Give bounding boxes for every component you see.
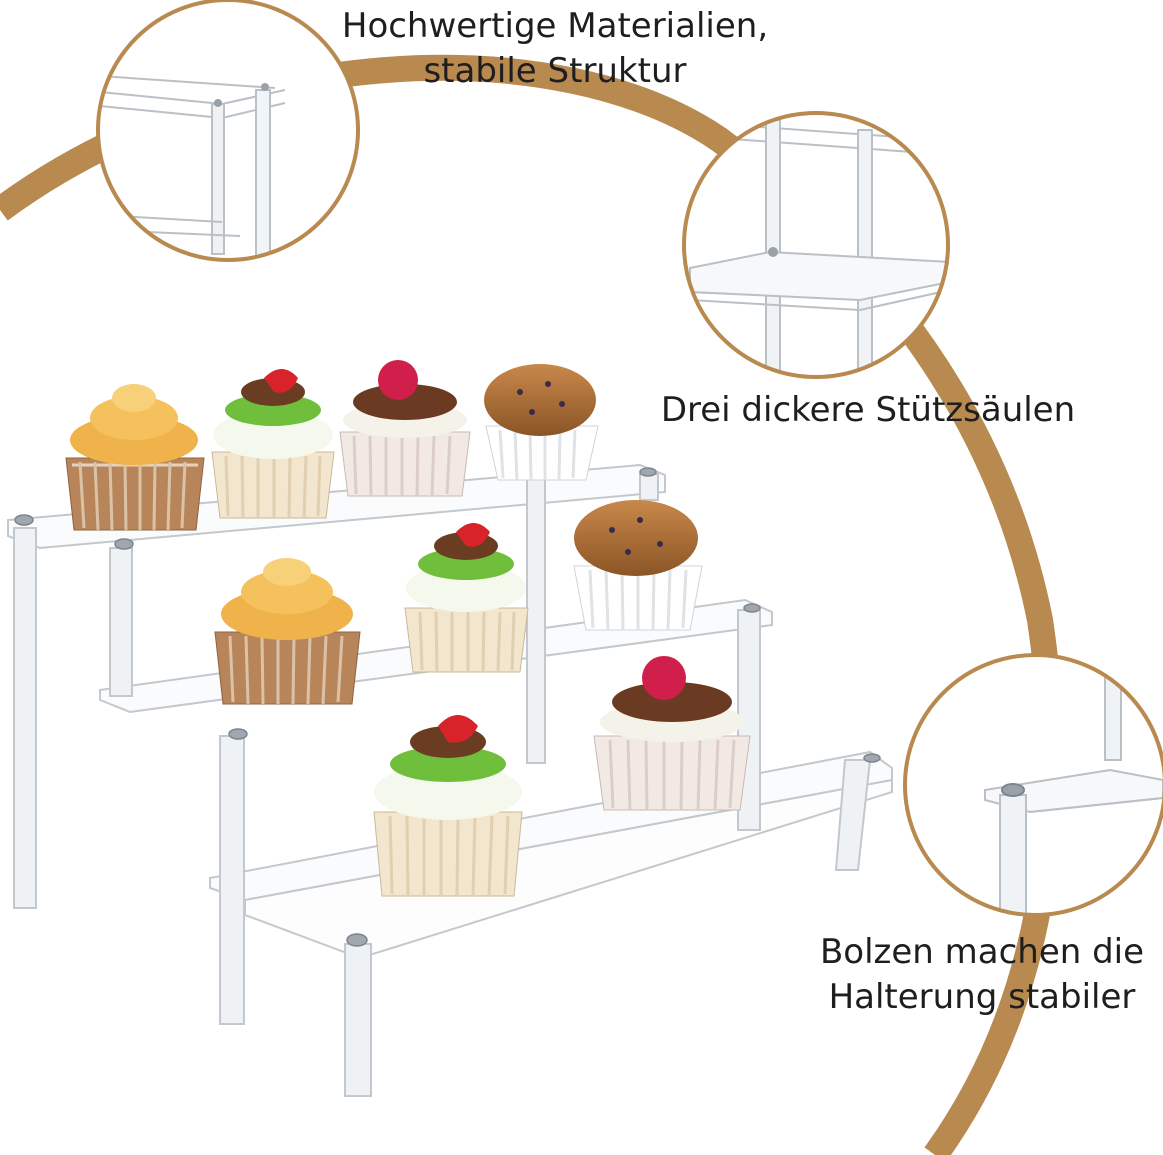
bolts <box>14 467 881 947</box>
feature-caption-material: Hochwertige Materialien, stabile Struktu… <box>300 4 810 94</box>
muffin <box>484 364 599 481</box>
cupcake <box>339 360 471 497</box>
cupcake <box>214 558 361 705</box>
caption-line: Halterung stabiler <box>828 976 1136 1017</box>
support-legs <box>13 473 872 1097</box>
caption-line: Bolzen machen die <box>819 932 1145 972</box>
detail-circle-columns <box>682 111 950 379</box>
caption-line: Hochwertige Materialien, <box>341 6 769 46</box>
cupcake <box>373 715 523 897</box>
muffin <box>573 500 703 631</box>
caption-line: stabile Struktur <box>423 50 687 91</box>
detail-circle-material <box>96 0 360 262</box>
feature-caption-bolts: Bolzen machen die Halterung stabiler <box>790 930 1163 1020</box>
detail-circle-bolts <box>903 653 1163 917</box>
caption-line: Drei dickere Stützsäulen <box>660 390 1076 430</box>
cupcake <box>404 523 529 673</box>
feature-caption-columns: Drei dickere Stützsäulen <box>618 388 1118 433</box>
cupcake <box>211 369 335 519</box>
cupcake <box>593 656 751 811</box>
cupcake <box>65 384 205 531</box>
